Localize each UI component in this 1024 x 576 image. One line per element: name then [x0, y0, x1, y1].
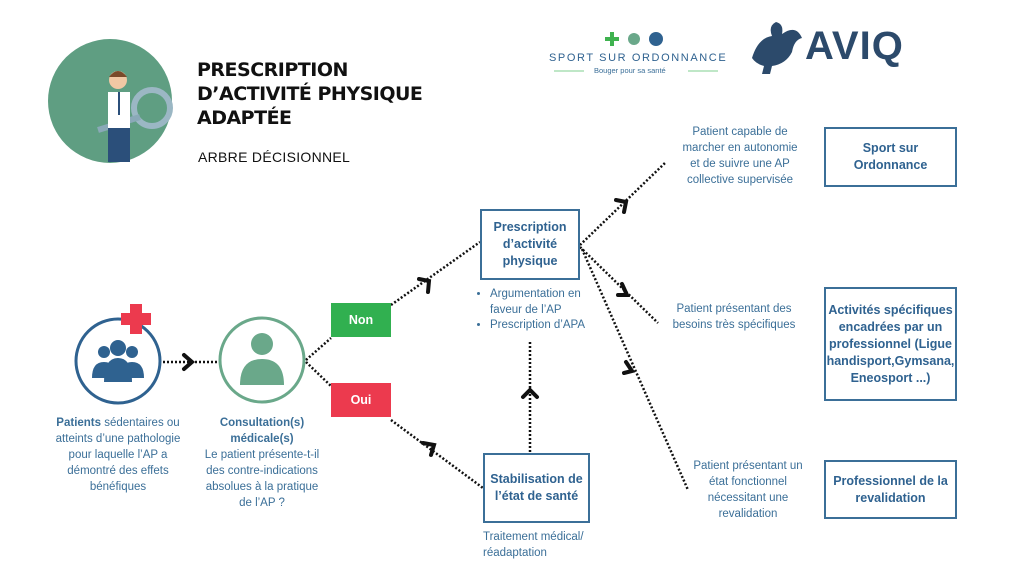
doctor-icon	[240, 333, 284, 385]
oui-badge: Oui	[331, 383, 391, 417]
rooster-icon	[752, 22, 802, 74]
outcome-sport-sur-ordonnance: Sport sur Ordonnance	[824, 127, 957, 187]
sport-logo-icons	[554, 32, 718, 72]
prescription-box: Prescription d’activité physique	[480, 209, 580, 280]
stabilisation-box: Stabilisation de l’état de santé	[483, 453, 590, 523]
consultation-label: Consultation(s) médicale(s) Le patient p…	[204, 417, 320, 509]
sport-logo-name: SPORT SUR ORDONNANCE	[549, 52, 728, 64]
medical-cross-icon	[121, 304, 151, 334]
stabilisation-note: Traitement médical/ réadaptation	[483, 531, 584, 559]
page-subtitle: ARBRE DÉCISIONNEL	[198, 149, 351, 165]
doctor-illustration-icon	[48, 39, 173, 163]
condition-1: Patient capable de marcher en autonomie …	[682, 126, 798, 186]
condition-3: Patient présentant un état fonctionnel n…	[693, 460, 803, 520]
prescription-bullets: Argumentation en faveur de l’APPrescript…	[478, 287, 598, 334]
non-badge: Non	[331, 303, 391, 337]
sport-logo-tagline: Bouger pour sa santé	[594, 66, 666, 75]
chevron-arrows-icon	[182, 198, 636, 457]
group-users-icon	[92, 340, 144, 382]
outcome-revalidation: Professionnel de la revalidation	[824, 460, 957, 519]
aviq-logo: AVIQ	[805, 24, 904, 68]
outcome-activites-specifiques: Activités spécifiques encadrées par un p…	[824, 287, 957, 401]
condition-2: Patient présentant des besoins très spéc…	[672, 303, 796, 331]
page-title: PRESCRIPTION D’ACTIVITÉ PHYSIQUE ADAPTÉE	[197, 59, 423, 129]
patients-label: Patients sédentaires ou atteints d’une p…	[55, 417, 181, 493]
